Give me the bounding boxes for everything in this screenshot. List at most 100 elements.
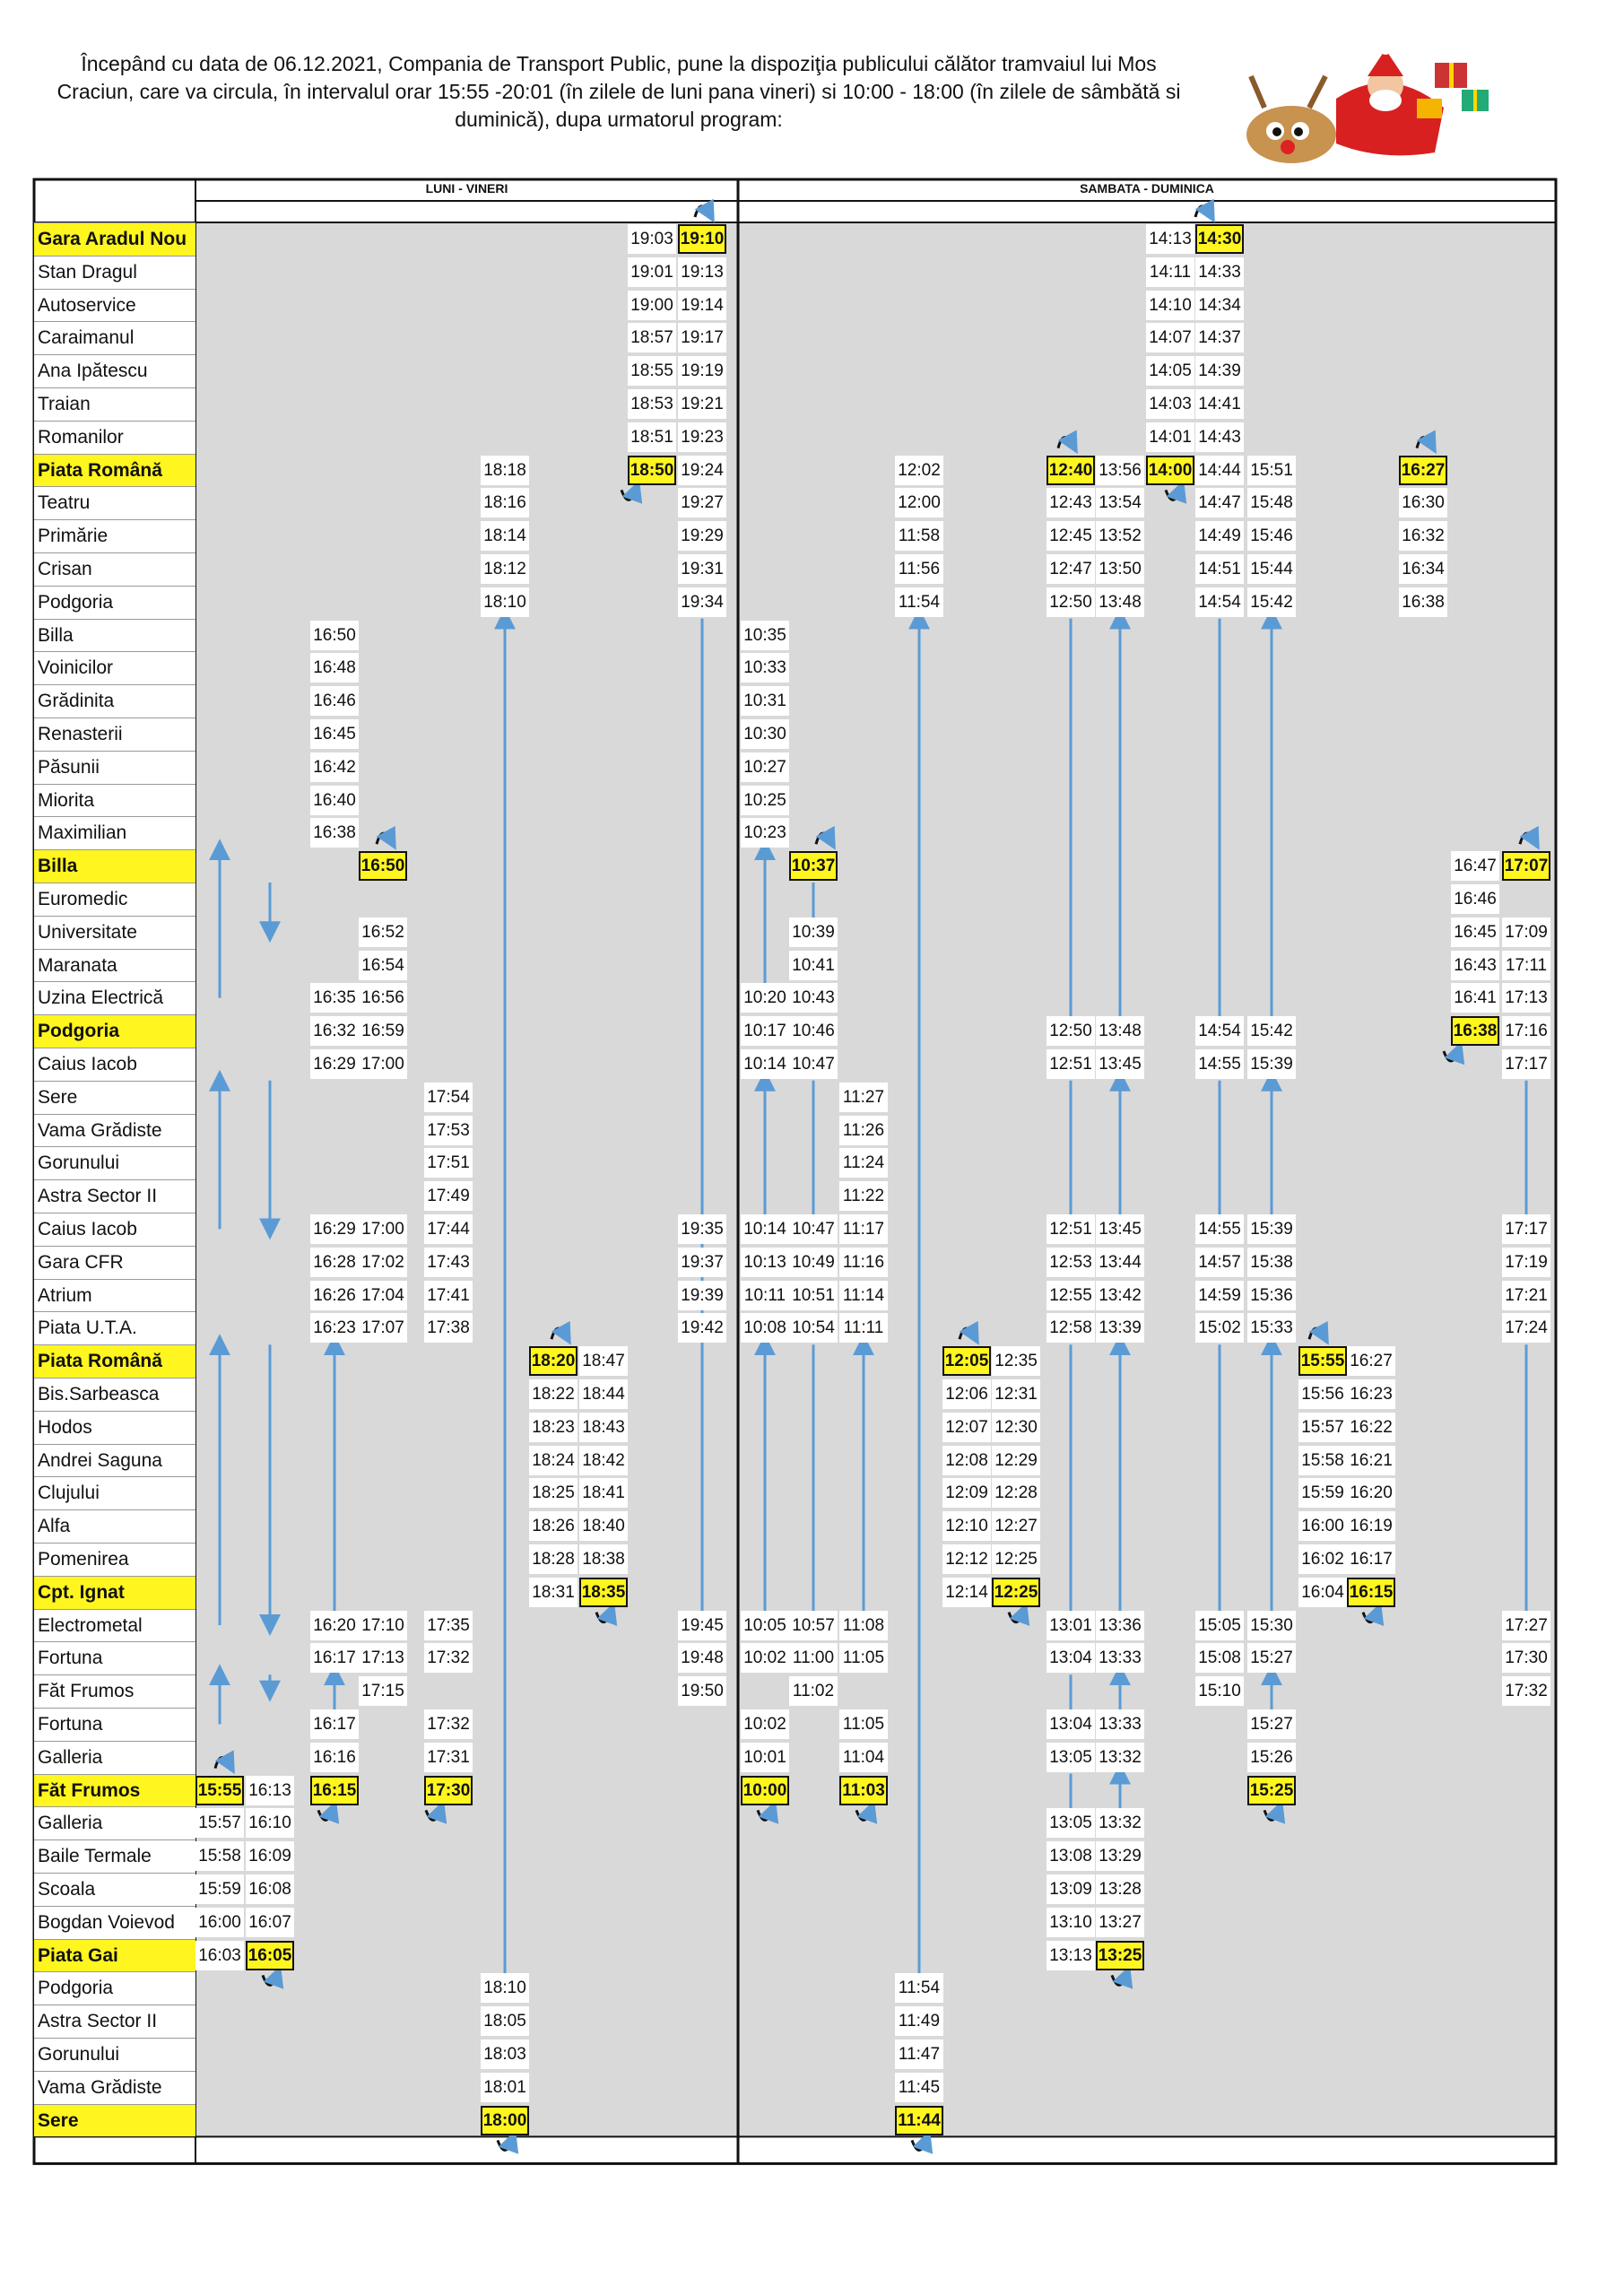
weekday-header: LUNI - VINERI	[425, 181, 508, 196]
departure-time: 12:51	[1046, 1214, 1095, 1244]
departure-time: 12:05	[942, 1346, 991, 1377]
departure-time: 10:46	[789, 1016, 838, 1047]
departure-time: 14:37	[1195, 323, 1244, 353]
departure-time: 12:53	[1046, 1247, 1095, 1277]
departure-time: 11:04	[839, 1742, 888, 1772]
turnaround-icon	[375, 825, 396, 850]
departure-time: 16:09	[246, 1841, 294, 1872]
departure-time: 16:05	[246, 1940, 294, 1970]
departure-time: 18:51	[628, 422, 676, 452]
departure-time: 16:29	[310, 1214, 359, 1244]
departure-time: 16:59	[359, 1016, 407, 1047]
departure-time: 18:40	[579, 1511, 628, 1542]
departure-time: 17:10	[359, 1610, 407, 1640]
departure-time: 16:22	[1347, 1412, 1395, 1442]
departure-time: 18:20	[529, 1346, 578, 1377]
turnaround-icon	[855, 1800, 878, 1824]
departure-time: 11:49	[895, 2006, 943, 2037]
departure-time: 14:10	[1146, 290, 1194, 320]
turnaround-icon	[910, 2130, 934, 2154]
departure-time: 15:26	[1247, 1742, 1296, 1772]
departure-time: 17:49	[424, 1181, 473, 1212]
departure-time: 15:55	[195, 1775, 244, 1805]
departure-time: 17:43	[424, 1247, 473, 1277]
station-name: Gorunului	[34, 1146, 195, 1180]
station-name: Ana Ipătescu	[34, 354, 195, 387]
departure-time: 16:10	[246, 1808, 294, 1839]
station-name: Galleria	[34, 1740, 195, 1774]
departure-time: 18:23	[529, 1412, 578, 1442]
departure-time: 14:55	[1195, 1049, 1244, 1079]
departure-time: 14:05	[1146, 356, 1194, 387]
departure-time: 12:12	[942, 1544, 991, 1574]
departure-time: 11:05	[839, 1643, 888, 1674]
departure-time: 14:55	[1195, 1214, 1244, 1244]
station-name: Fortuna	[34, 1641, 195, 1675]
turnaround-icon	[1518, 825, 1540, 850]
departure-time: 10:02	[741, 1709, 789, 1739]
departure-time: 12:45	[1046, 521, 1095, 552]
departure-time: 10:17	[741, 1016, 789, 1047]
departure-time: 18:47	[579, 1346, 628, 1377]
departure-time: 15:58	[1298, 1445, 1347, 1475]
departure-time: 16:13	[246, 1775, 294, 1805]
departure-time: 13:56	[1096, 455, 1144, 485]
station-name: Uzina Electrică	[34, 981, 195, 1015]
departure-time: 15:59	[195, 1874, 244, 1904]
turnaround-icon	[595, 1602, 618, 1626]
departure-time: 16:41	[1451, 983, 1499, 1013]
departure-time: 14:00	[1146, 455, 1194, 485]
station-name: Baile Termale	[34, 1839, 195, 1873]
departure-time: 17:35	[424, 1610, 473, 1640]
departure-time: 15:33	[1247, 1313, 1296, 1344]
departure-time: 12:10	[942, 1511, 991, 1542]
departure-time: 18:55	[628, 356, 676, 387]
departure-time: 17:16	[1502, 1016, 1550, 1047]
departure-time: 18:42	[579, 1445, 628, 1475]
departure-time: 19:37	[678, 1247, 726, 1277]
departure-time: 13:08	[1046, 1841, 1095, 1872]
departure-time: 19:19	[678, 356, 726, 387]
departure-time: 10:47	[789, 1214, 838, 1244]
departure-time: 11:11	[839, 1313, 888, 1344]
departure-time: 19:42	[678, 1313, 726, 1344]
departure-time: 10:57	[789, 1610, 838, 1640]
station-name: Vama Grădiste	[34, 1113, 195, 1147]
turnaround-icon	[1361, 1602, 1385, 1626]
departure-time: 17:07	[359, 1313, 407, 1344]
departure-time: 16:32	[1399, 521, 1447, 552]
station-name: Gara Aradul Nou	[34, 222, 195, 256]
departure-time: 14:49	[1195, 521, 1244, 552]
departure-time: 11:58	[895, 521, 943, 552]
station-name: Gorunului	[34, 2038, 195, 2071]
departure-time: 16:20	[1347, 1478, 1395, 1509]
departure-time: 18:05	[481, 2006, 529, 2037]
departure-time: 10:27	[741, 752, 789, 782]
departure-time: 12:51	[1046, 1049, 1095, 1079]
station-name: Atrium	[34, 1278, 195, 1312]
station-name: Crisan	[34, 552, 195, 586]
departure-time: 12:50	[1046, 587, 1095, 617]
departure-time: 16:29	[310, 1049, 359, 1079]
departure-time: 13:05	[1046, 1742, 1095, 1772]
departure-time: 10:14	[741, 1049, 789, 1079]
turnaround-icon	[1007, 1602, 1030, 1626]
departure-time: 11:26	[839, 1115, 888, 1145]
departure-time: 16:42	[310, 752, 359, 782]
departure-time: 12:43	[1046, 488, 1095, 518]
departure-time: 19:50	[678, 1676, 726, 1707]
station-name: Făt Frumos	[34, 1773, 195, 1807]
departure-time: 16:08	[246, 1874, 294, 1904]
departure-time: 16:00	[195, 1907, 244, 1937]
departure-time: 12:25	[992, 1544, 1040, 1574]
station-name: Universitate	[34, 915, 195, 949]
departure-time: 16:38	[310, 818, 359, 848]
station-name: Stan Dragul	[34, 255, 195, 289]
departure-time: 17:02	[359, 1247, 407, 1277]
departure-time: 19:13	[678, 257, 726, 287]
departure-time: 10:30	[741, 719, 789, 749]
departure-time: 14:47	[1195, 488, 1244, 518]
departure-time: 11:54	[895, 587, 943, 617]
departure-time: 15:27	[1247, 1709, 1296, 1739]
